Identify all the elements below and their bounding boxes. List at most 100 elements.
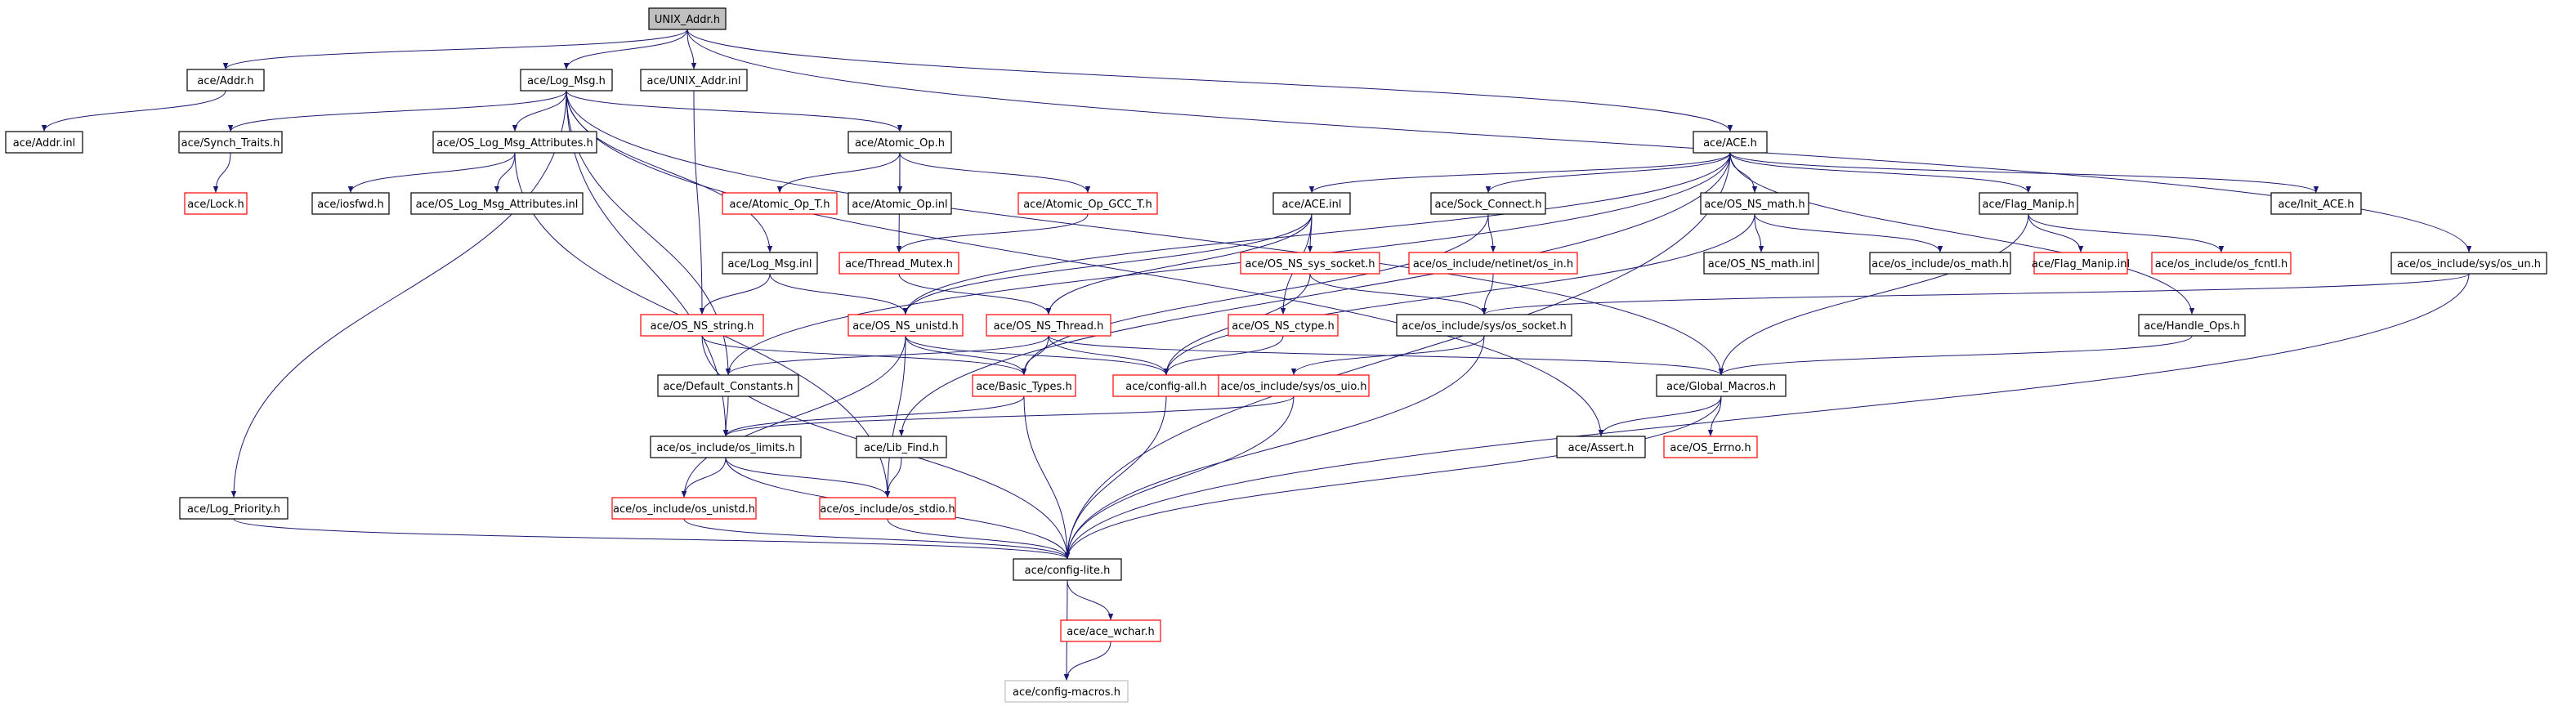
edge-os-ns-ctype-h-to-config-all-h	[1163, 335, 1284, 376]
node-box	[1979, 192, 2078, 215]
node-os-include-sys-os-uio-h[interactable]: ace/os_include/sys/os_uio.h	[1218, 374, 1370, 397]
node-label: ace/OS_NS_sys_socket.h	[1245, 258, 1375, 270]
node-os-ns-math-h[interactable]: ace/OS_NS_math.h	[1700, 192, 1809, 215]
node-label: ace/Global_Macros.h	[1666, 381, 1776, 393]
edge-log-msg-inl-to-os-ns-string-h	[699, 273, 771, 315]
nodes-layer: UNIX_Addr.h ace/Addr.h ace/Log_Msg.h ace/UN…	[5, 7, 2547, 703]
node-label: ace/Addr.inl	[13, 137, 75, 150]
node-box	[986, 314, 1111, 337]
node-label: ace/Sock_Connect.h	[1435, 199, 1542, 211]
node-label: ace/Atomic_Op_GCC_T.h	[1023, 199, 1152, 211]
node-sock-connect-h[interactable]: ace/Sock_Connect.h	[1430, 192, 1546, 215]
edge-os-ns-thread-h-to-default-constants-h	[725, 335, 1049, 376]
node-os-log-msg-attributes-h[interactable]: ace/OS_Log_Msg_Attributes.h	[432, 131, 597, 154]
node-init-ace-h[interactable]: ace/Init_ACE.h	[2270, 192, 2362, 215]
node-os-include-netinet-os-in-h[interactable]: ace/os_include/netinet/os_in.h	[1408, 252, 1578, 275]
node-os-ns-string-h[interactable]: ace/OS_NS_string.h	[640, 314, 764, 337]
node-label: ace/Log_Msg.h	[527, 75, 606, 87]
edge-unix-addr-h-to-os-include-sys-os-un-h	[686, 29, 2472, 253]
node-os-include-sys-os-un-h[interactable]: ace/os_include/sys/os_un.h	[2390, 252, 2547, 275]
node-atomic-op-t-h[interactable]: ace/Atomic_Op_T.h	[722, 192, 838, 215]
node-atomic-op-inl[interactable]: ace/Atomic_Op.inl	[847, 192, 952, 215]
edge-os-include-sys-os-uio-h-to-os-include-os-limits-h	[722, 395, 1295, 437]
node-label: ace/Handle_Ops.h	[2144, 320, 2239, 333]
node-log-msg-h[interactable]: ace/Log_Msg.h	[520, 69, 613, 92]
edge-flag-manip-h-to-global-macros-h	[1718, 213, 2029, 376]
node-label: ace/Atomic_Op.inl	[852, 199, 947, 211]
node-os-include-os-limits-h[interactable]: ace/os_include/os_limits.h	[650, 436, 802, 458]
node-box	[2138, 314, 2246, 337]
node-os-errno-h[interactable]: ace/OS_Errno.h	[1663, 436, 1758, 458]
node-label: ace/Atomic_Op_T.h	[730, 199, 830, 211]
edge-ace-inl-to-os-ns-unistd-h	[902, 213, 1313, 315]
edge-atomic-op-h-to-atomic-op-t-h	[776, 152, 901, 194]
node-ace-wchar-h[interactable]: ace/ace_wchar.h	[1060, 619, 1161, 642]
node-assert-h[interactable]: ace/Assert.h	[1556, 436, 1646, 458]
edge-ace-h-to-os-ns-unistd-h	[902, 152, 1731, 315]
edge-ace-h-to-init-ace-h	[1729, 152, 2319, 194]
node-synch-traits-h[interactable]: ace/Synch_Traits.h	[178, 131, 283, 154]
edge-flag-manip-h-to-flag-manip-inl	[2028, 213, 2084, 253]
node-os-ns-sys-socket-h[interactable]: ace/OS_NS_sys_socket.h	[1240, 252, 1380, 275]
node-label: ace/OS_NS_ctype.h	[1232, 320, 1335, 333]
node-os-include-os-stdio-h[interactable]: ace/os_include/os_stdio.h	[819, 497, 956, 520]
node-os-ns-math-inl[interactable]: ace/OS_NS_math.inl	[1703, 252, 1819, 275]
node-log-msg-inl[interactable]: ace/Log_Msg.inl	[722, 252, 818, 275]
node-iosfwd-h[interactable]: ace/iosfwd.h	[311, 192, 390, 215]
edge-config-all-h-to-config-lite-h	[1064, 395, 1167, 560]
node-box	[1656, 374, 1787, 397]
node-config-lite-h[interactable]: ace/config-lite.h	[1013, 558, 1122, 581]
node-ace-inl[interactable]: ace/ACE.inl	[1272, 192, 1351, 215]
node-atomic-op-h[interactable]: ace/Atomic_Op.h	[847, 131, 952, 154]
node-os-ns-thread-h[interactable]: ace/OS_NS_Thread.h	[986, 314, 1111, 337]
node-os-ns-ctype-h[interactable]: ace/OS_NS_ctype.h	[1228, 314, 1339, 337]
node-config-all-h[interactable]: ace/config-all.h	[1112, 374, 1220, 397]
node-unix-addr-h: UNIX_Addr.h	[648, 7, 727, 30]
node-label: ace/config-all.h	[1125, 381, 1207, 393]
node-lock-h[interactable]: ace/Lock.h	[184, 192, 248, 215]
node-global-macros-h[interactable]: ace/Global_Macros.h	[1656, 374, 1787, 397]
node-flag-manip-h[interactable]: ace/Flag_Manip.h	[1979, 192, 2078, 215]
node-label: ace/os_include/os_stdio.h	[820, 503, 955, 516]
node-os-include-os-fcntl-h[interactable]: ace/os_include/os_fcntl.h	[2151, 252, 2292, 275]
node-label: ace/OS_Log_Msg_Attributes.inl	[416, 199, 579, 211]
edge-os-ns-thread-h-to-basic-types-h	[1021, 335, 1049, 376]
edge-os-ns-unistd-h-to-os-include-os-stdio-h	[884, 335, 906, 498]
node-lib-find-h[interactable]: ace/Lib_Find.h	[856, 436, 947, 458]
node-unix-addr-inl[interactable]: ace/UNIX_Addr.inl	[640, 69, 748, 92]
edge-config-lite-h-to-ace-wchar-h	[1067, 579, 1114, 621]
node-basic-types-h[interactable]: ace/Basic_Types.h	[972, 374, 1076, 397]
edge-unix-addr-h-to-addr-h	[222, 29, 688, 70]
node-os-log-msg-attributes-inl[interactable]: ace/OS_Log_Msg_Attributes.inl	[410, 192, 584, 215]
node-handle-ops-h[interactable]: ace/Handle_Ops.h	[2138, 314, 2246, 337]
node-box	[520, 69, 613, 92]
node-addr-inl[interactable]: ace/Addr.inl	[5, 131, 83, 154]
node-thread-mutex-h[interactable]: ace/Thread_Mutex.h	[839, 252, 959, 275]
node-os-ns-unistd-h[interactable]: ace/OS_NS_unistd.h	[847, 314, 964, 337]
edge-ace-h-to-default-constants-h	[725, 152, 1731, 376]
node-config-macros-h[interactable]: ace/config-macros.h	[1004, 680, 1129, 703]
edge-unix-addr-h-to-log-msg-h	[563, 29, 688, 70]
node-addr-h[interactable]: ace/Addr.h	[186, 69, 265, 92]
node-label: ace/os_include/os_fcntl.h	[2155, 258, 2288, 270]
node-label: ace/Assert.h	[1568, 442, 1635, 454]
edge-os-ns-sys-socket-h-to-os-include-sys-os-socket-h	[1309, 273, 1487, 315]
edge-ace-wchar-h-to-config-macros-h	[1063, 641, 1111, 681]
node-flag-manip-inl[interactable]: ace/Flag_Manip.inl	[2032, 252, 2130, 275]
edge-addr-h-to-addr-inl	[41, 90, 226, 132]
node-default-constants-h[interactable]: ace/Default_Constants.h	[657, 374, 799, 397]
node-os-include-os-unistd-h[interactable]: ace/os_include/os_unistd.h	[611, 497, 757, 520]
edge-basic-types-h-to-config-lite-h	[1023, 395, 1071, 560]
node-label: ace/os_include/sys/os_socket.h	[1402, 320, 1566, 333]
edge-log-msg-h-to-os-include-os-limits-h	[566, 90, 729, 437]
node-os-include-os-math-h[interactable]: ace/os_include/os_math.h	[1869, 252, 2011, 275]
edge-os-ns-unistd-h-to-basic-types-h	[905, 335, 1027, 376]
node-log-priority-h[interactable]: ace/Log_Priority.h	[179, 497, 288, 520]
node-box	[2390, 252, 2547, 275]
node-atomic-op-gcc-t-h[interactable]: ace/Atomic_Op_GCC_T.h	[1017, 192, 1158, 215]
node-ace-h[interactable]: ace/ACE.h	[1693, 131, 1768, 154]
node-label: ace/Basic_Types.h	[976, 381, 1071, 393]
node-label: ace/Log_Priority.h	[187, 503, 280, 516]
node-box	[650, 436, 802, 458]
node-os-include-sys-os-socket-h[interactable]: ace/os_include/sys/os_socket.h	[1396, 314, 1572, 337]
